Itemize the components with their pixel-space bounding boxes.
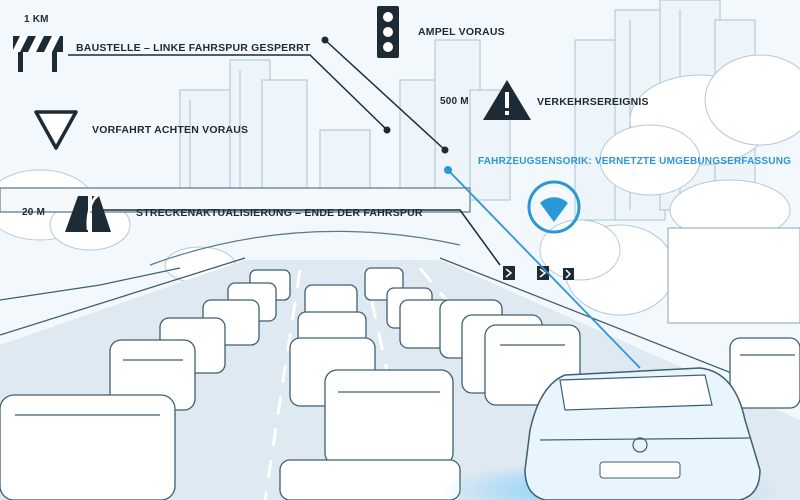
lane-end-distance: 20 M bbox=[22, 207, 46, 218]
sensor-label: FAHRZEUGSENSORIK: VERNETZTE UMGEBUNGSERF… bbox=[478, 156, 792, 167]
traffic-event-distance: 500 M bbox=[440, 96, 469, 107]
yield-sign-icon bbox=[34, 110, 78, 150]
roadworks-barrier-icon bbox=[12, 36, 63, 72]
traffic-cars bbox=[0, 267, 800, 500]
traffic-light-label: AMPEL VORAUS bbox=[418, 26, 505, 38]
connected-car bbox=[440, 367, 780, 500]
lane-merge-icon bbox=[65, 190, 111, 232]
wifi-signal-icon bbox=[527, 180, 581, 234]
callout-dots bbox=[321, 36, 452, 174]
traffic-light-icon bbox=[377, 6, 399, 58]
cloud-trees bbox=[0, 54, 800, 316]
traffic-event-label: VERKEHRSEREIGNIS bbox=[537, 96, 649, 108]
bridge bbox=[0, 187, 800, 324]
construction-distance: 1 KM bbox=[24, 14, 49, 25]
warning-triangle-icon bbox=[483, 80, 531, 120]
lane-end-label: STRECKENAKTUALISIERUNG – ENDE DER FAHRSP… bbox=[136, 207, 423, 219]
yield-label: VORFAHRT ACHTEN VORAUS bbox=[92, 124, 249, 136]
callout-lines bbox=[68, 39, 641, 369]
chevron-signs bbox=[503, 266, 574, 280]
construction-label: BAUSTELLE – LINKE FAHRSPUR GESPERRT bbox=[76, 42, 311, 54]
